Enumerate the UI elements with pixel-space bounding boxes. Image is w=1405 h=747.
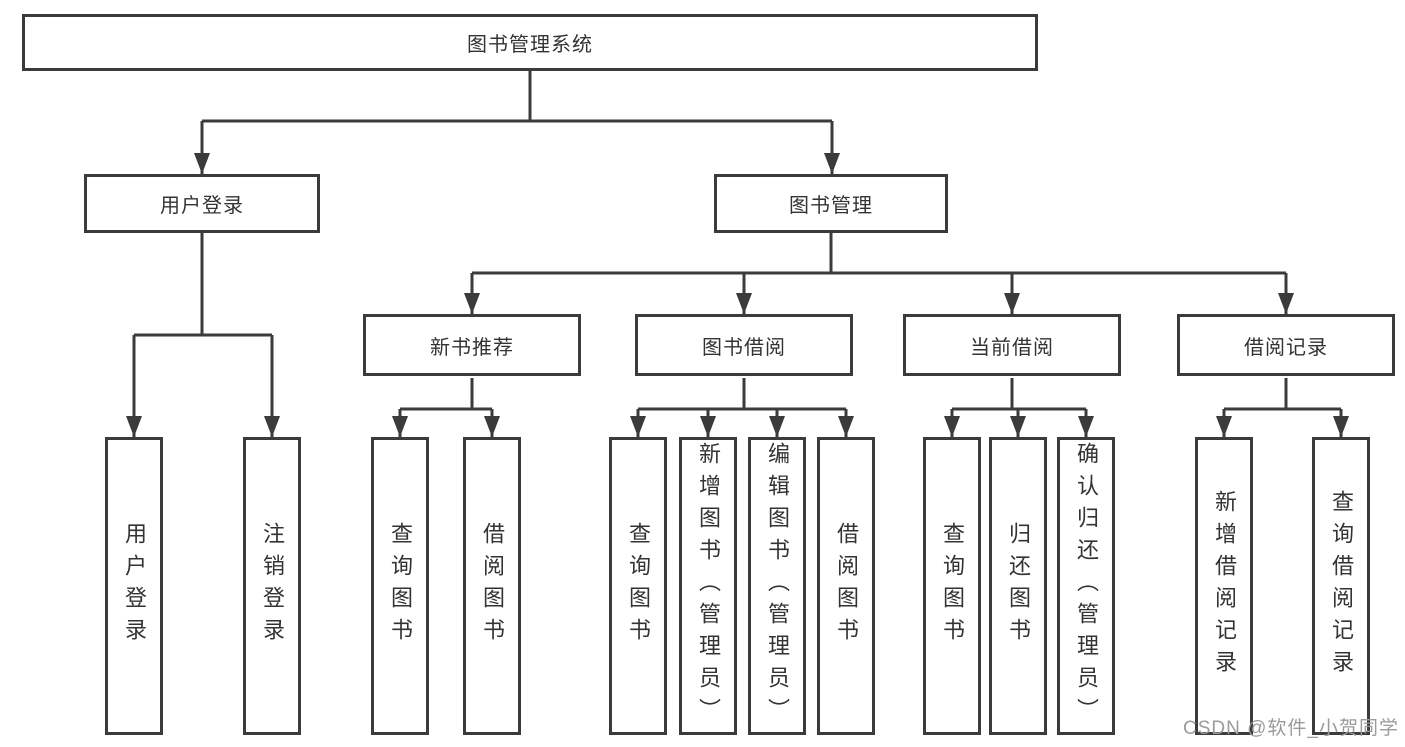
leaf-query-books-current-label: 查询图书 [940,522,965,650]
leaf-logout-label: 注销登录 [260,522,285,650]
leaf-borrow-books: 借阅图书 [817,437,875,735]
node-new-book-recommend-label: 新书推荐 [430,336,514,359]
node-book-management-label: 图书管理 [789,195,873,217]
node-book-management: 图书管理 [714,174,948,233]
leaf-borrow-books-recommend-label: 借阅图书 [480,522,505,650]
node-book-borrow: 图书借阅 [635,314,853,376]
arrowhead [700,416,716,437]
leaf-confirm-return-admin-label: 确认归还（管理员） [1074,442,1099,730]
arrowhead [1078,416,1094,437]
arrowhead [126,416,142,437]
connector-segments [132,71,1343,437]
arrowhead [630,416,646,437]
leaf-add-book-admin-label: 新增图书（管理员） [696,442,721,730]
arrowhead [824,153,840,174]
arrowhead [769,416,785,437]
leaf-add-borrow-record-label: 新增借阅记录 [1212,490,1237,682]
leaf-return-book-label: 归还图书 [1006,522,1031,650]
arrowhead [194,153,210,174]
leaf-return-book: 归还图书 [989,437,1047,735]
leaf-logout: 注销登录 [243,437,301,735]
node-root: 图书管理系统 [22,14,1038,71]
leaf-query-borrow-record-label: 查询借阅记录 [1329,490,1354,682]
watermark: CSDN @软件_小贺同学 [1183,718,1399,739]
leaf-confirm-return-admin: 确认归还（管理员） [1057,437,1115,735]
node-borrow-records-label: 借阅记录 [1244,336,1328,359]
leaf-user-login: 用户登录 [105,437,163,735]
arrowhead [944,416,960,437]
leaf-query-books-borrow-label: 查询图书 [626,522,651,650]
leaf-borrow-books-recommend: 借阅图书 [463,437,521,735]
leaf-query-books-borrow: 查询图书 [609,437,667,735]
leaf-user-login-label: 用户登录 [122,522,147,650]
leaf-query-books-recommend-label: 查询图书 [388,522,413,650]
leaf-borrow-books-label: 借阅图书 [834,522,859,650]
leaf-edit-book-admin: 编辑图书（管理员） [748,437,806,735]
arrowhead [484,416,500,437]
node-book-borrow-label: 图书借阅 [702,336,786,359]
leaf-edit-book-admin-label: 编辑图书（管理员） [765,442,790,730]
arrowhead [264,416,280,437]
arrowhead [1216,416,1232,437]
arrowhead [464,293,480,314]
node-current-borrow: 当前借阅 [903,314,1121,376]
leaf-query-books-current: 查询图书 [923,437,981,735]
node-new-book-recommend: 新书推荐 [363,314,581,376]
node-borrow-records: 借阅记录 [1177,314,1395,376]
node-current-borrow-label: 当前借阅 [970,336,1054,359]
node-root-label: 图书管理系统 [467,34,593,56]
node-user-login: 用户登录 [84,174,320,233]
arrowhead [1278,293,1294,314]
arrowhead [392,416,408,437]
arrowhead [1004,293,1020,314]
arrowhead [838,416,854,437]
arrowhead [736,293,752,314]
leaf-add-book-admin: 新增图书（管理员） [679,437,737,735]
leaf-query-books-recommend: 查询图书 [371,437,429,735]
arrowhead [1333,416,1349,437]
leaf-add-borrow-record: 新增借阅记录 [1195,437,1253,735]
arrowhead [1010,416,1026,437]
node-user-login-label: 用户登录 [160,195,244,217]
leaf-query-borrow-record: 查询借阅记录 [1312,437,1370,735]
